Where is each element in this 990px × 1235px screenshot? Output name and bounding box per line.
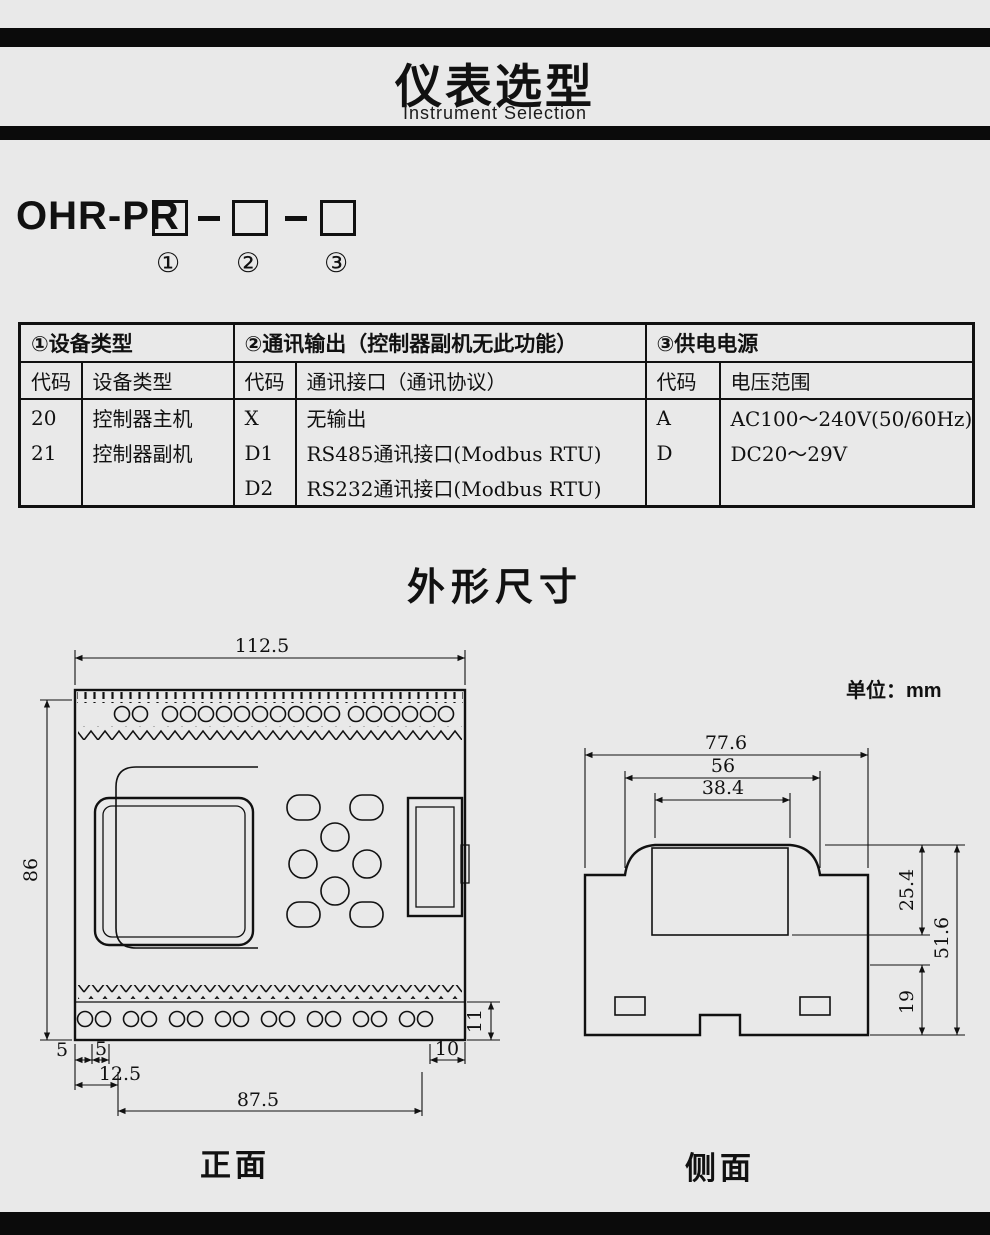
front-connector [406, 796, 470, 918]
side-dim-56: 56 [711, 755, 735, 777]
col-header: 设备类型 [80, 362, 234, 400]
front-dim-12-5: 12.5 [99, 1063, 141, 1085]
front-dim-87-5: 87.5 [237, 1089, 279, 1111]
side-view-drawing: 77.6 56 38.4 25.4 19 51.6 [583, 732, 965, 1037]
mid-divider-bar [0, 126, 990, 140]
side-dim-51-6: 51.6 [931, 917, 953, 959]
col-header: 电压范围 [718, 362, 974, 400]
table-cell: AC100～240V(50/60Hz) [718, 399, 974, 435]
front-dim-5b: 5 [95, 1038, 107, 1060]
table-column-header-row: 代码 设备类型 代码 通讯接口（通讯协议） 代码 电压范围 [19, 362, 974, 400]
page-title: 仪表选型 [395, 60, 595, 113]
side-dim-38-4: 38.4 [702, 777, 744, 799]
table-cell: RS485通讯接口(Modbus RTU) [294, 435, 646, 470]
col-header: 代码 [232, 362, 296, 400]
front-display-window [93, 766, 258, 949]
table-cell: A [644, 399, 720, 435]
table-cell [80, 470, 234, 507]
selection-table: ①设备类型 ②通讯输出（控制器副机无此功能） ③供电电源 代码 设备类型 代码 … [18, 322, 975, 508]
table-cell: D2 [232, 470, 296, 507]
side-device-outline [583, 843, 870, 1037]
side-dimension-lines: 77.6 56 38.4 25.4 19 51.6 [584, 732, 965, 1036]
slot-number-2: ② [236, 248, 261, 279]
page-subtitle: Instrument Selection [402, 103, 588, 123]
table-cell: 21 [31, 440, 57, 465]
slot-number-3: ③ [324, 248, 349, 279]
front-dim-5a: 5 [56, 1039, 68, 1061]
table-cell: 无输出 [294, 399, 646, 435]
table-cell [718, 470, 974, 507]
table-cell: X [232, 399, 296, 435]
table-row: 21 控制器副机 D1 RS485通讯接口(Modbus RTU) D DC20… [20, 435, 974, 470]
side-dim-19: 19 [896, 990, 918, 1014]
model-slot-box-2 [232, 200, 268, 236]
col-header: 代码 [19, 362, 82, 400]
slot-number-1: ① [156, 248, 181, 279]
table-cell [20, 470, 82, 507]
table-cell [644, 470, 720, 507]
model-slot-box-3 [320, 200, 356, 236]
table-row: 20 控制器主机 X 无输出 A AC100～240V(50/60Hz) [20, 399, 974, 435]
front-dim-width: 112.5 [235, 635, 289, 657]
side-view-label: 侧面 [685, 1151, 755, 1186]
group-header-power-supply: ③供电电源 [644, 323, 974, 363]
model-dash [285, 216, 307, 221]
table-cell: 控制器副机 [80, 435, 234, 470]
table-group-header-row: ①设备类型 ②通讯输出（控制器副机无此功能） ③供电电源 [19, 323, 974, 363]
table-cell: D [644, 435, 720, 470]
table-cell: 控制器主机 [80, 399, 234, 435]
bottom-divider-bar [0, 1212, 990, 1235]
front-dim-10: 10 [435, 1038, 459, 1060]
front-keypad-buttons [286, 794, 384, 928]
group-header-device-type: ①设备类型 [19, 323, 234, 363]
table-row: D2 RS232通讯接口(Modbus RTU) [20, 470, 974, 507]
front-top-terminals [113, 705, 455, 723]
model-code-prefix: OHR-PR [16, 194, 180, 238]
group-header-comm-output: ②通讯输出（控制器副机无此功能） [232, 323, 646, 363]
dimensions-section-title: 外形尺寸 [406, 567, 583, 609]
front-device-outline [73, 688, 467, 1042]
table-cell: 20 [31, 405, 57, 430]
table-cell: DC20～29V [718, 435, 974, 470]
top-divider-bar [0, 28, 990, 47]
unit-label: 单位：mm [846, 680, 942, 702]
side-dim-77-6: 77.6 [705, 732, 747, 754]
front-dim-height: 86 [20, 858, 42, 882]
front-bottom-terminals [76, 1010, 434, 1028]
front-view-drawing: 112.5 86 11 5 5 10 [20, 635, 500, 1116]
front-dimension-lines: 112.5 86 11 5 5 10 [20, 635, 500, 1116]
col-header: 通讯接口（通讯协议） [294, 362, 646, 400]
table-cell: D1 [232, 435, 296, 470]
model-slot-box-1 [152, 200, 188, 236]
col-header: 代码 [644, 362, 720, 400]
front-dim-11: 11 [464, 1009, 486, 1033]
model-dash [198, 216, 220, 221]
front-view-label: 正面 [200, 1148, 270, 1183]
table-cell: RS232通讯接口(Modbus RTU) [294, 470, 646, 507]
side-dim-25-4: 25.4 [896, 869, 918, 911]
